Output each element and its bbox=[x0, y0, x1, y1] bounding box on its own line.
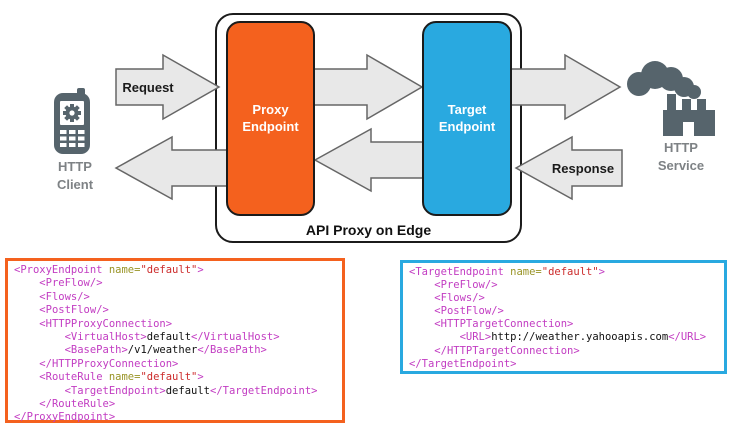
code-line: </RouteRule> bbox=[39, 398, 116, 411]
proxy-endpoint-label: Proxy Endpoint bbox=[242, 102, 299, 134]
code-line: <PostFlow/> bbox=[39, 304, 109, 317]
code-line: </HTTPProxyConnection> bbox=[39, 357, 179, 370]
code-line: <TargetEndpoint>default</TargetEndpoint> bbox=[64, 384, 318, 397]
factory-door bbox=[683, 122, 694, 136]
code-line: </ProxyEndpoint> bbox=[14, 411, 116, 424]
code-line: <BasePath>/v1/weather</BasePath> bbox=[64, 344, 267, 357]
phone-keypad bbox=[60, 130, 85, 147]
code-line: <RouteRule name="default"> bbox=[39, 371, 204, 384]
proxy-endpoint-code-box: <ProxyEndpoint name="default"> <PreFlow/… bbox=[5, 258, 345, 423]
http-service-icon bbox=[627, 61, 715, 136]
api-proxy-container-box: API Proxy on Edge bbox=[215, 13, 522, 243]
client-return-arrow bbox=[114, 135, 229, 201]
code-line: <VirtualHost>default</VirtualHost> bbox=[64, 331, 280, 344]
target-endpoint-box: Target Endpoint bbox=[422, 21, 512, 216]
response-label: Response bbox=[551, 161, 615, 176]
code-line: <HTTPProxyConnection> bbox=[39, 317, 173, 330]
gear-icon bbox=[63, 104, 81, 122]
target-endpoint-label: Target Endpoint bbox=[438, 102, 496, 134]
code-line: </TargetEndpoint> bbox=[409, 357, 517, 370]
code-line: <PreFlow/> bbox=[39, 277, 103, 290]
http-service-label: HTTP Service bbox=[657, 140, 705, 173]
code-line: <Flows/> bbox=[434, 292, 485, 305]
api-proxy-on-edge-label: API Proxy on Edge bbox=[305, 222, 432, 238]
request-label: Request bbox=[122, 80, 174, 95]
code-line: <Flows/> bbox=[39, 290, 90, 303]
code-line: <PostFlow/> bbox=[434, 305, 504, 318]
code-line: <ProxyEndpoint name="default"> bbox=[14, 264, 204, 276]
http-client-icon bbox=[54, 88, 90, 154]
target-endpoint-code-box: <TargetEndpoint name="default"> <PreFlow… bbox=[400, 260, 727, 374]
target-to-service-arrow bbox=[510, 53, 622, 121]
proxy-endpoint-box: Proxy Endpoint bbox=[226, 21, 315, 216]
smoke-cloud-shape bbox=[627, 61, 701, 99]
code-line: <TargetEndpoint name="default"> bbox=[409, 266, 605, 278]
code-line: </HTTPTargetConnection> bbox=[434, 344, 580, 357]
http-client-label: HTTP Client bbox=[56, 159, 94, 192]
code-line: <PreFlow/> bbox=[434, 279, 498, 292]
code-line: <URL>http://weather.yahooapis.com</URL> bbox=[459, 331, 707, 344]
code-line: <HTTPTargetConnection> bbox=[434, 318, 574, 331]
